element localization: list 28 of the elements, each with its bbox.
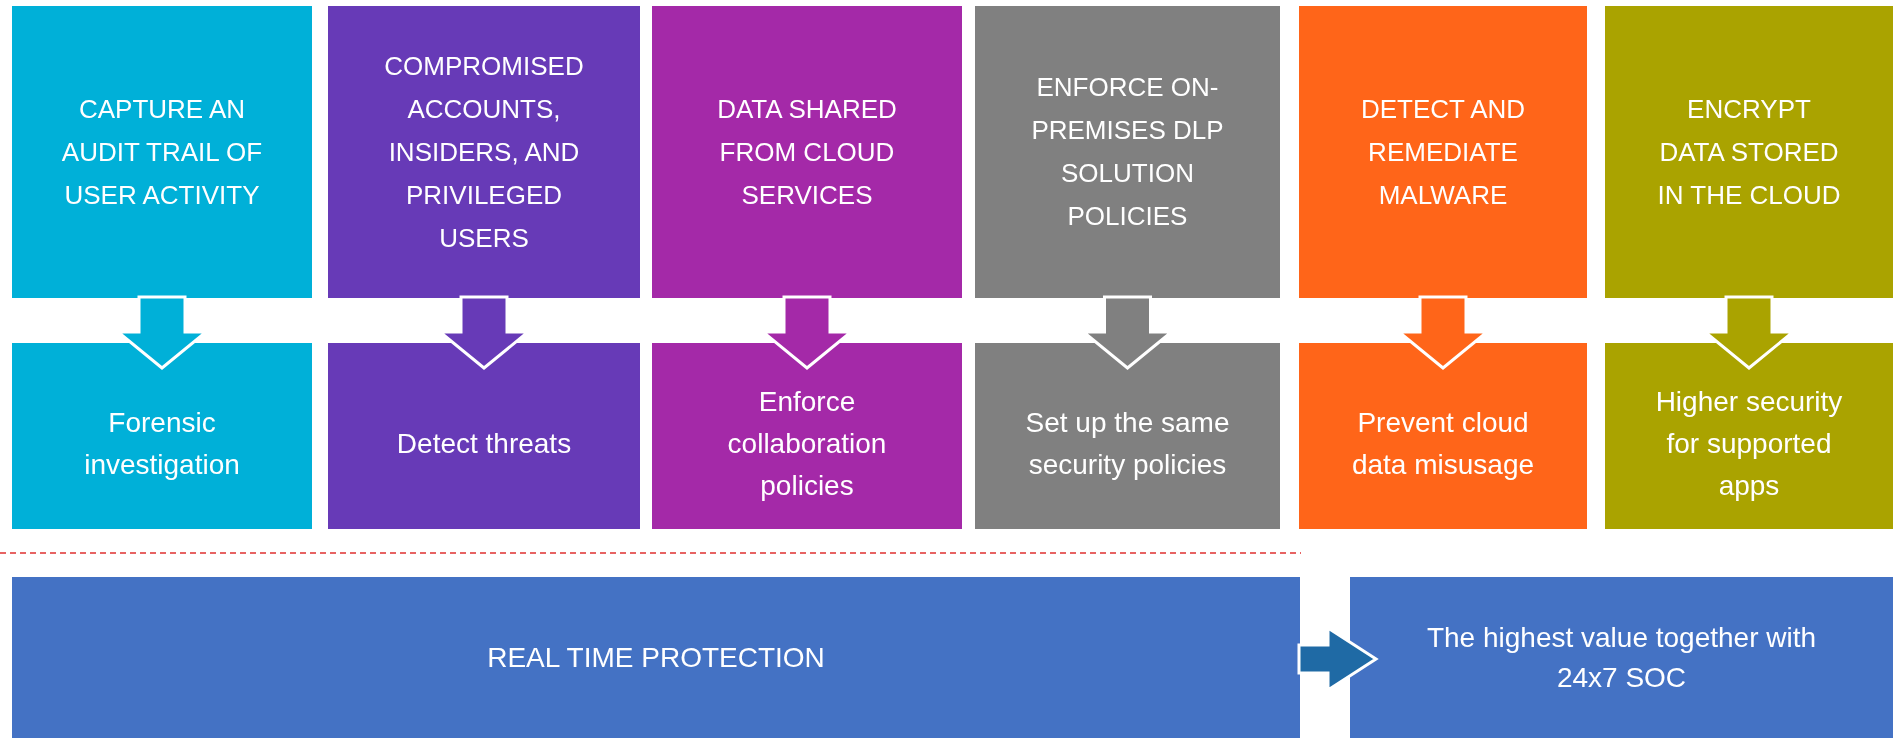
box-text: Prevent cloud data misusage <box>1350 406 1536 482</box>
process-box <box>1605 343 1893 529</box>
box-text: COMPROMISED ACCOUNTS, INSIDERS, AND PRIVILEGED USERS <box>383 49 585 255</box>
box-text: ENFORCE ON-PREMISES DLP SOLUTION POLICIES <box>1030 71 1225 233</box>
process-box <box>12 343 312 529</box>
process-box <box>652 6 962 298</box>
box-text: The highest value together with 24x7 SOC <box>1425 620 1818 695</box>
process-box <box>12 6 312 298</box>
box-text: DETECT AND REMEDIATE MALWARE <box>1359 92 1527 212</box>
process-box <box>1605 6 1893 298</box>
process-box <box>652 343 962 529</box>
banner-box <box>12 577 1300 738</box>
box-text: Set up the same security policies <box>1024 406 1231 482</box>
process-box <box>328 6 640 298</box>
process-box <box>1299 343 1587 529</box>
box-text: REAL TIME PROTECTION <box>487 640 825 675</box>
box-text: Forensic investigation <box>83 406 241 482</box>
process-box <box>1299 6 1587 298</box>
process-box <box>975 6 1280 298</box>
box-text: Enforce collaboration policies <box>726 385 888 503</box>
box-text: Higher security for supported apps <box>1654 385 1844 503</box>
process-box <box>328 343 640 529</box>
banner-box <box>1350 577 1893 738</box>
box-text: Detect threats <box>396 427 572 461</box>
box-text: ENCRYPT DATA STORED IN THE CLOUD <box>1656 92 1842 212</box>
box-text: DATA SHARED FROM CLOUD SERVICES <box>716 92 898 212</box>
process-box <box>975 343 1280 529</box>
box-text: CAPTURE AN AUDIT TRAIL OF USER ACTIVITY <box>60 92 264 212</box>
